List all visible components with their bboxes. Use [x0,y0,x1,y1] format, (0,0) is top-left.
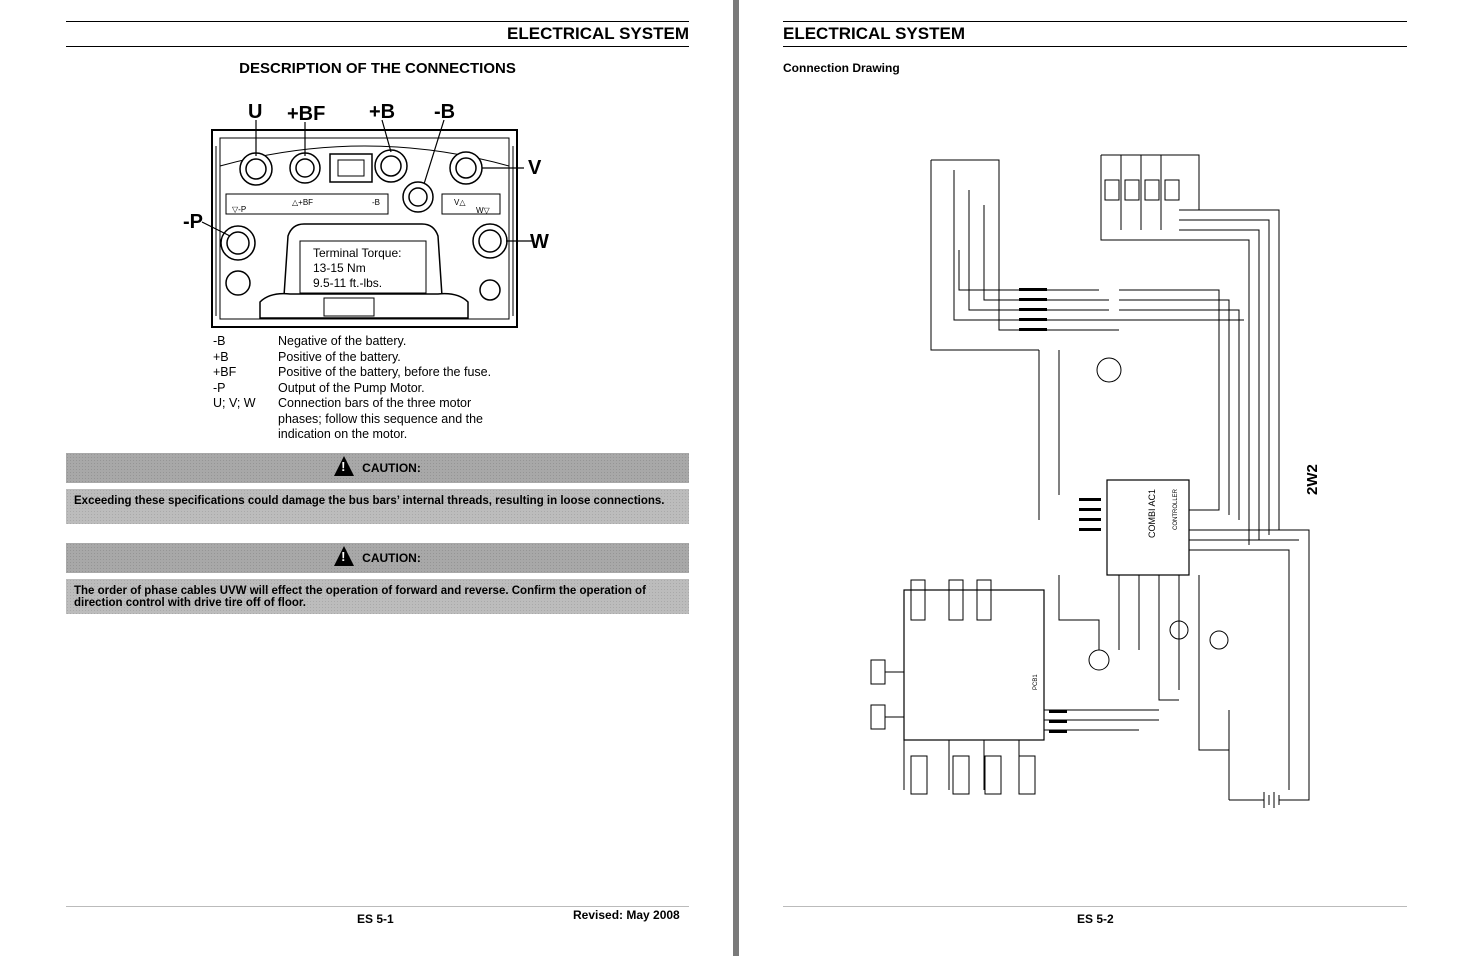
caution-text-1: Exceeding these specifications could dam… [66,489,689,524]
controller-sub-label: CONTROLLER [1173,488,1179,530]
drawing-id: 2W2 [1304,464,1321,495]
footer-rule [66,906,689,907]
header-rule-bottom [66,46,689,47]
header-title: ELECTRICAL SYSTEM [507,24,689,43]
wiring-schematic: COMBI AC1 CONTROLLER PCB1 2W2 [870,154,1321,808]
legend-desc: Output of the Pump Motor. [278,380,425,395]
pcb-label: PCB1 [1033,674,1039,690]
revised-date: Revised: May 2008 [573,908,680,922]
page-number: ES 5-2 [1077,912,1114,926]
label-u: U [248,101,262,123]
label-b-neg: -B [434,101,455,123]
caution-label: CAUTION: [362,551,421,565]
legend-desc: Positive of the battery, before the fuse… [278,365,492,379]
caution-header-2: CAUTION: [66,543,689,573]
warning-icon [334,546,355,566]
header-rule-top [66,21,689,22]
caution-text-2: The order of phase cables UVW will effec… [66,579,689,614]
panel-mark-w: W▽ [476,206,491,215]
header-title: ELECTRICAL SYSTEM [783,24,965,43]
legend-desc: Negative of the battery. [278,334,407,348]
torque-line-1: Terminal Torque: [313,246,402,260]
legend-desc: Connection bars of the three motor phase… [278,396,483,441]
footer-rule [783,906,1407,907]
header-rule-top [783,21,1407,22]
legend-row: -B Negative of the battery. [213,334,538,350]
legend-row: U; V; W Connection bars of the three mot… [213,396,538,443]
subhead: Connection Drawing [783,61,900,75]
caution-label: CAUTION: [362,461,421,475]
controller-terminal-figure: ▽-P △+BF -B V△ W▽ Terminal Torque: 13-15… [183,101,549,328]
torque-line-3: 9.5-11 ft.-lbs. [313,276,382,290]
controller-label: COMBI AC1 [1147,489,1157,538]
header-rule-bottom [783,46,1407,47]
left-page: ELECTRICAL SYSTEM DESCRIPTION OF THE CON… [0,0,733,956]
right-page: ELECTRICAL SYSTEM Connection Drawing [739,0,1470,956]
section-title: DESCRIPTION OF THE CONNECTIONS [239,60,516,77]
legend-key: +BF [213,365,237,379]
label-b-pos: +B [369,101,395,123]
panel-mark-b: -B [372,198,380,207]
panel-mark-v: V△ [454,198,466,207]
torque-line-2: 13-15 Nm [313,261,366,275]
panel-mark-u: ▽-P [232,205,246,214]
legend-key: +B [213,349,229,364]
panel-mark-bf: △+BF [292,198,313,207]
label-w: W [530,231,549,253]
connection-legend: -B Negative of the battery. +B Positive … [213,334,538,443]
legend-desc: Positive of the battery. [278,349,401,364]
legend-key: -P [213,380,226,395]
legend-row: +BF Positive of the battery, before the … [213,365,538,381]
page-number: ES 5-1 [357,912,394,926]
label-v: V [528,157,542,179]
fuse-icon [329,153,373,183]
caution-header-1: CAUTION: [66,453,689,483]
voltage-label-icon [225,270,251,296]
label-bf: +BF [287,103,325,125]
legend-row: +B Positive of the battery. [213,350,538,366]
legend-key: -B [213,334,226,348]
warning-icon [334,456,355,476]
legend-row: -P Output of the Pump Motor. [213,381,538,397]
legend-key: U; V; W [213,396,256,410]
label-p: -P [183,211,203,233]
